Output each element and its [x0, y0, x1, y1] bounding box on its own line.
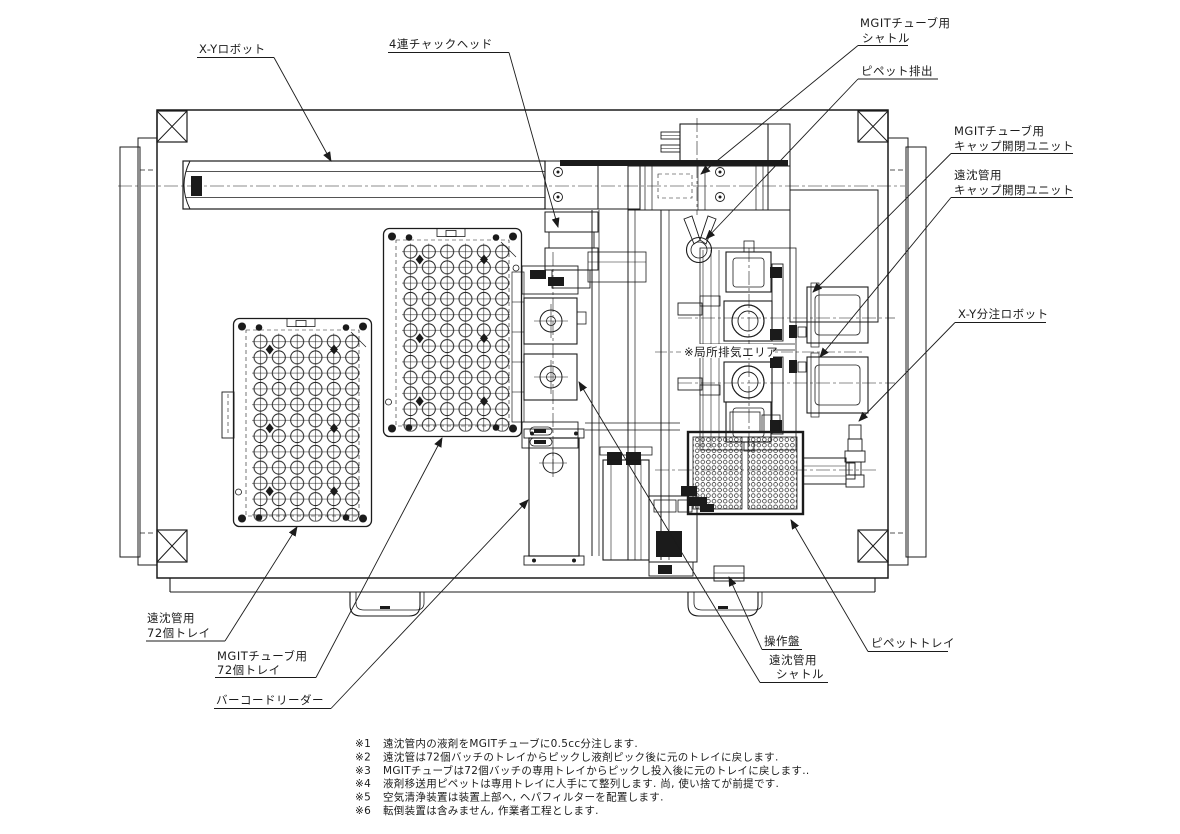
- label-mgit-shuttle-line2: シャトル: [862, 31, 910, 45]
- label-pipette-discharge: ピペット排出: [861, 64, 933, 78]
- exhaust-region: [789, 189, 879, 323]
- machine-base: [169, 578, 876, 593]
- corner-marker-bottom-right: [857, 529, 889, 563]
- notes-block: ※1 遠沈管内の液剤をMGITチューブに0.5cc分注します. ※2 遠沈管は7…: [355, 737, 810, 817]
- note-4-marker: ※4: [355, 778, 371, 790]
- label-backing: [681, 344, 773, 358]
- central-transfer-unit: [511, 210, 698, 577]
- mgit-cap-unit-assembly: [723, 240, 869, 348]
- left-side-panels: [119, 137, 158, 566]
- corner-marker-top-right: [857, 110, 889, 143]
- note-5-text: 空気清浄装置は装置上部へ, ヘパフィルターを配置します.: [383, 791, 664, 804]
- note-3-text: MGITチューブは72個バッチの専用トレイからピックし投入後に元のトレイに戻しま…: [383, 764, 810, 777]
- valve-stack: [844, 424, 866, 488]
- tube-tray-72: [221, 317, 373, 528]
- label-mgit-tray-line1: MGITチューブ用: [217, 649, 308, 663]
- note-4-text: 液剤移送用ピペットは専用トレイに人手にて整列します. 尚, 使い捨てが前提です.: [383, 777, 779, 790]
- label-mgit-cap-unit-line2: キャップ開閉ユニット: [954, 139, 1074, 153]
- handle-right: [687, 592, 763, 617]
- note-5-marker: ※5: [355, 792, 371, 804]
- note-3-marker: ※3: [355, 765, 371, 777]
- barcode-reader-unit: [523, 428, 585, 566]
- center-lines: [118, 118, 905, 471]
- mgit-tray-72: [382, 227, 523, 438]
- label-tube-tray-line1: 遠沈管用: [147, 611, 195, 625]
- corner-marker-bottom-left: [156, 529, 188, 563]
- label-tube-shuttle-line2: シャトル: [776, 667, 824, 681]
- label-tube-shuttle-line1: 遠沈管用: [769, 653, 817, 667]
- note-1-text: 遠沈管内の液剤をMGITチューブに0.5cc分注します.: [383, 737, 638, 750]
- xy-robot-rail: [182, 160, 791, 211]
- label-xy-dispense-robot: X-Y分注ロボット: [958, 307, 1049, 321]
- label-xy-robot: X-Yロボット: [199, 42, 266, 56]
- tube-cap-unit-assembly: [723, 352, 869, 452]
- machine-frame: [119, 109, 927, 617]
- label-chuck-head: 4連チャックヘッド: [389, 37, 493, 51]
- note-1-marker: ※1: [355, 738, 371, 750]
- label-pipette-tray: ピペットトレイ: [871, 636, 955, 650]
- callout-labels: X-Yロボット 4連チャックヘッド MGITチューブ用 シャトル ピペット排出 …: [147, 16, 1074, 707]
- label-mgit-tray-line2: 72個トレイ: [217, 663, 281, 677]
- handle-left: [349, 592, 425, 617]
- corner-marker-top-left: [156, 110, 188, 143]
- label-mgit-shuttle-line1: MGITチューブ用: [860, 16, 951, 30]
- label-mgit-cap-unit-line1: MGITチューブ用: [954, 124, 1045, 138]
- note-2-marker: ※2: [355, 751, 371, 763]
- leader-lines: [146, 45, 1073, 709]
- label-local-exhaust-area: ※局所排気エリア: [684, 345, 778, 359]
- label-tube-cap-unit-line1: 遠沈管用: [954, 168, 1002, 182]
- label-tube-cap-unit-line2: キャップ開閉ユニット: [954, 183, 1074, 197]
- note-2-text: 遠沈管は72個バッチのトレイからピックし液剤ピック後に元のトレイに戻します.: [383, 750, 779, 763]
- note-6-marker: ※6: [355, 805, 371, 817]
- right-side-panels: [887, 137, 927, 566]
- label-barcode-reader: バーコードリーダー: [216, 693, 324, 707]
- label-operation-panel: 操作盤: [764, 634, 800, 648]
- mgit-shuttle-unit: [660, 123, 791, 211]
- pipette-tray-unit: [681, 411, 866, 516]
- note-6-text: 転倒装置は含みません, 作業者工程とします.: [383, 804, 599, 817]
- label-tube-tray-line2: 72個トレイ: [147, 626, 211, 640]
- chuck-head-unit: [544, 211, 599, 289]
